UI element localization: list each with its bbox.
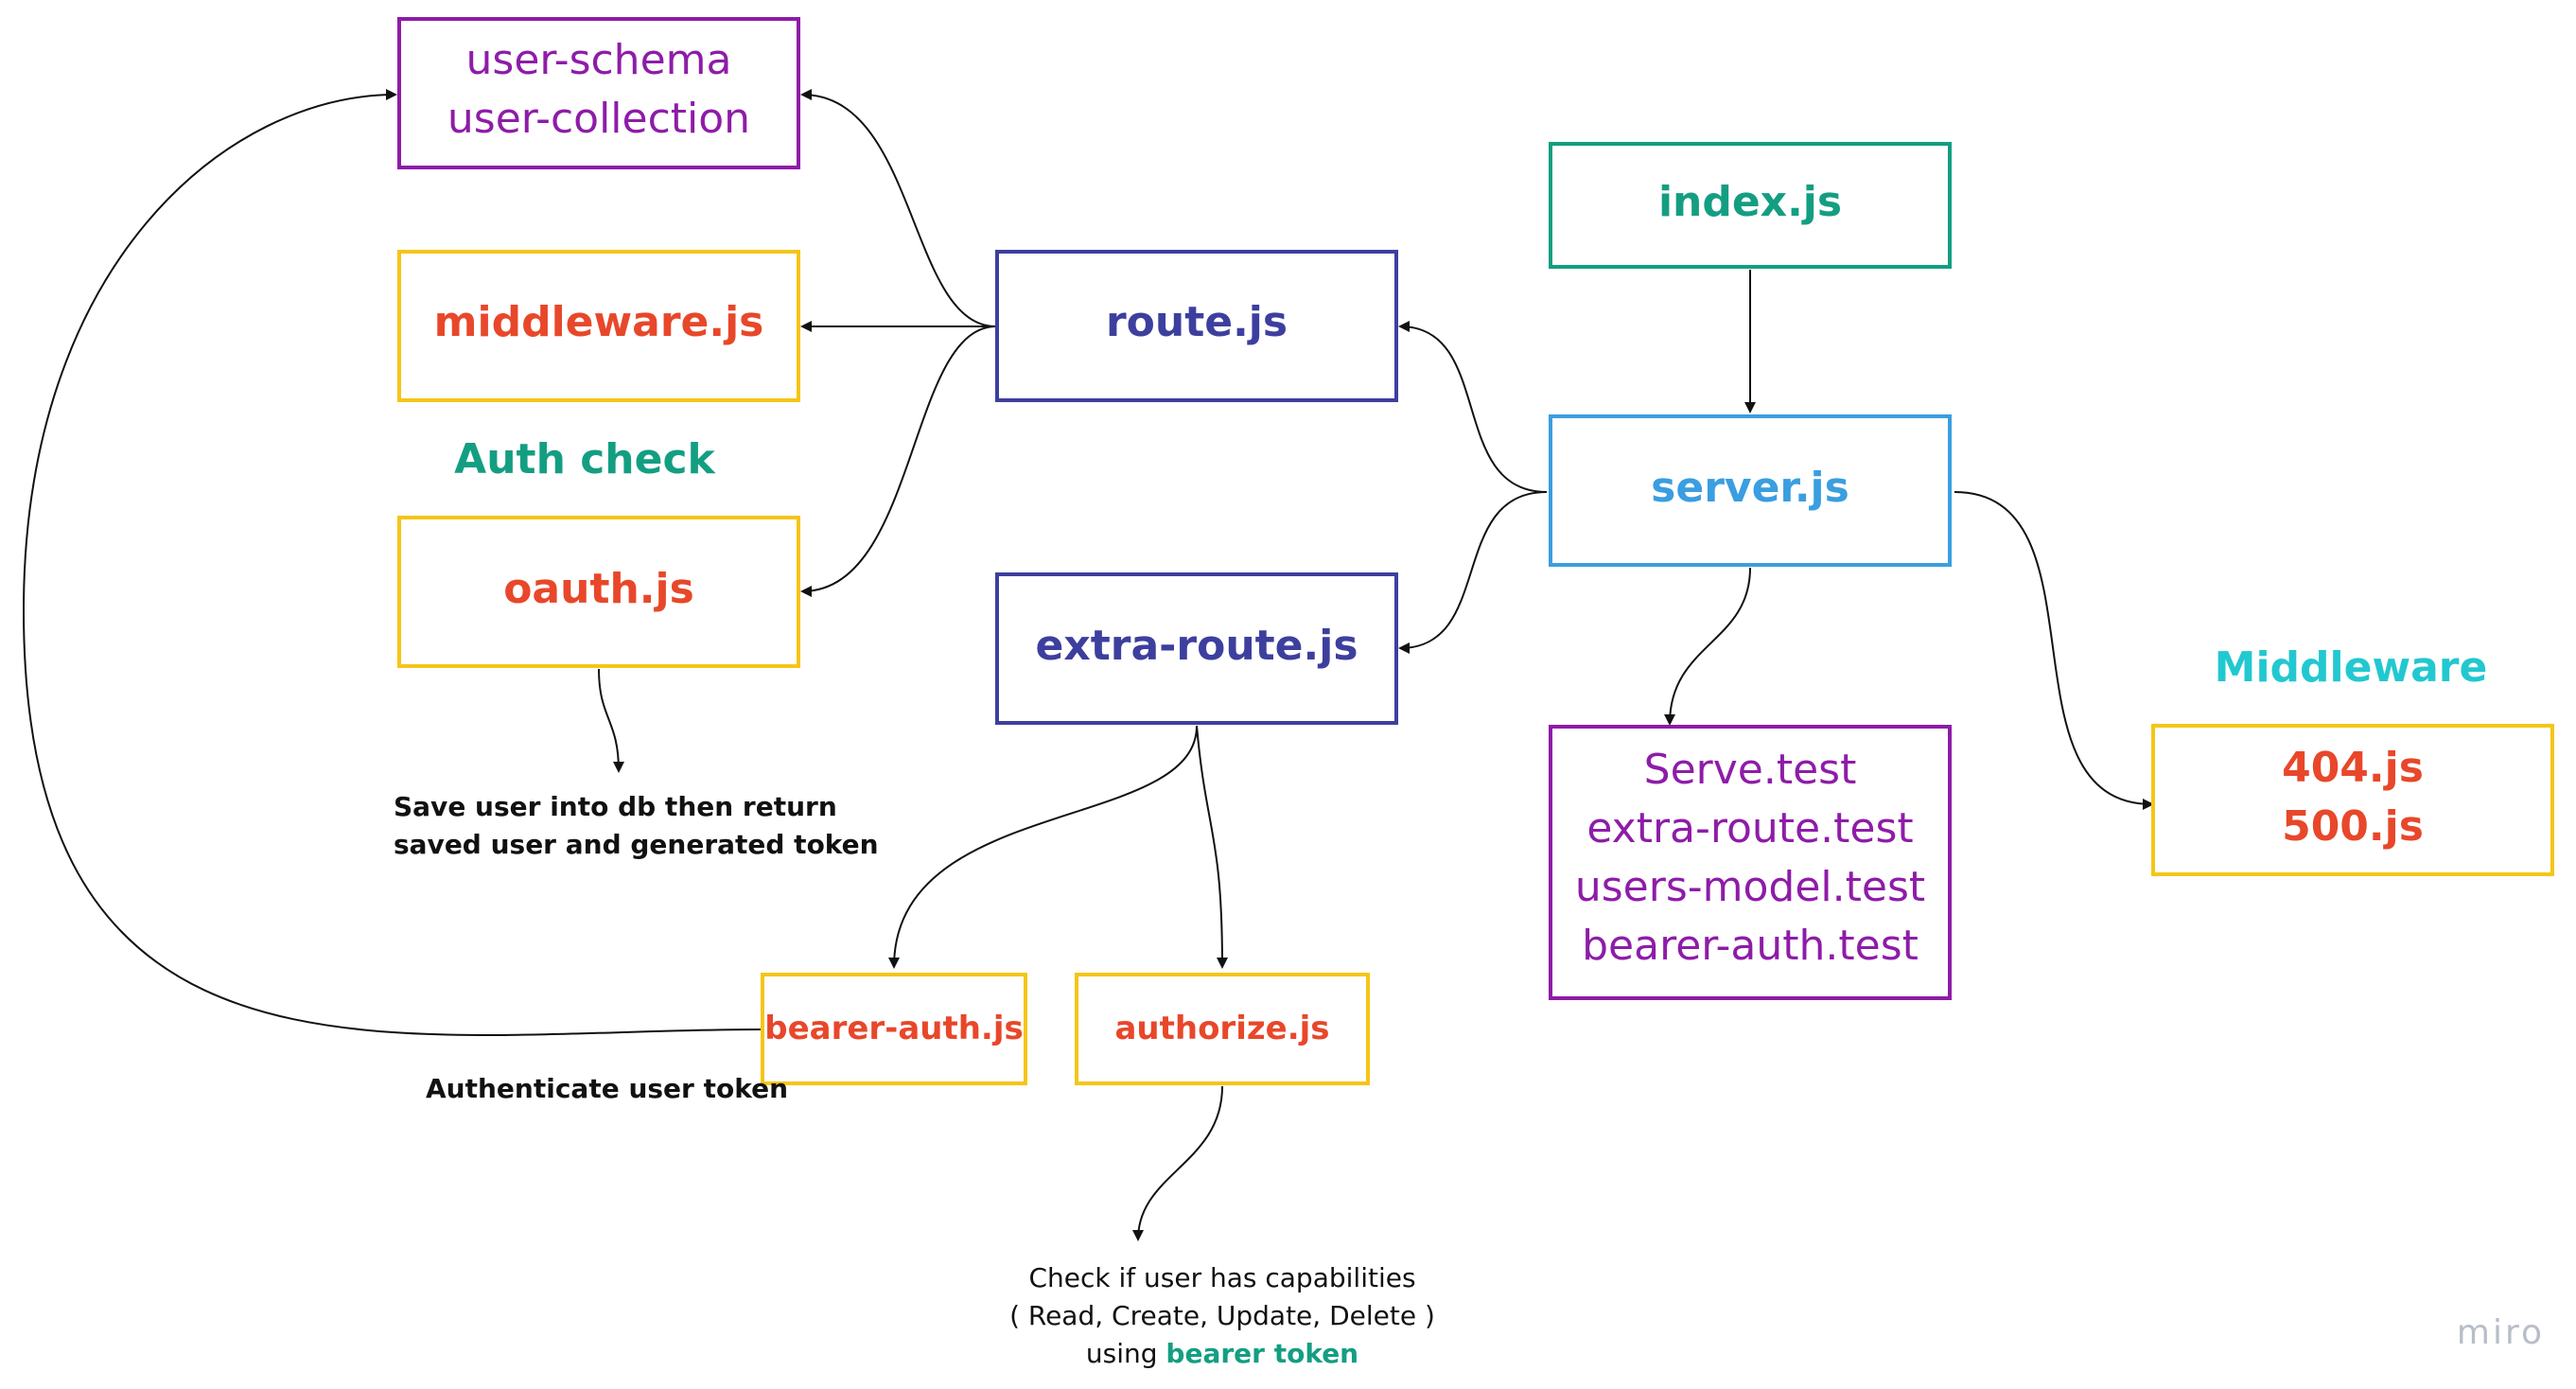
error-handlers-node: 404.js 500.js bbox=[2151, 724, 2554, 876]
route-js-node: route.js bbox=[995, 250, 1398, 402]
arrow-route-to-user-schema bbox=[800, 89, 997, 327]
authorize-note-line-3-prefix: using bbox=[1086, 1338, 1166, 1369]
arrow-server-to-tests bbox=[1664, 567, 1751, 726]
extra-route-js-label: extra-route.js bbox=[1035, 622, 1358, 670]
arrow-server-to-route bbox=[1398, 321, 1548, 493]
miro-watermark: miro bbox=[2457, 1313, 2545, 1352]
authorize-note-line-2: ( Read, Create, Update, Delete ) bbox=[1009, 1300, 1435, 1331]
bearer-auth-test-label: bearer-auth.test bbox=[1582, 922, 1919, 970]
authorize-js-node: authorize.js bbox=[1075, 973, 1370, 1085]
middleware-js-label: middleware.js bbox=[434, 298, 764, 346]
arrow-bearer-auth-to-user-schema bbox=[22, 89, 762, 1036]
index-js-label: index.js bbox=[1658, 178, 1842, 226]
authorize-note-line-1: Check if user has capabilities bbox=[1028, 1262, 1415, 1293]
arrow-route-to-oauth bbox=[800, 325, 997, 597]
authorize-note-line-3: using bearer token bbox=[1086, 1338, 1358, 1369]
connectors bbox=[22, 89, 2154, 1241]
server-js-node: server.js bbox=[1549, 414, 1952, 567]
arrow-extra-route-to-bearer-auth bbox=[888, 725, 1198, 969]
auth-check-heading: Auth check bbox=[454, 435, 716, 484]
serve-test-label: Serve.test bbox=[1644, 746, 1857, 794]
404-js-label: 404.js bbox=[2282, 744, 2424, 792]
tests-node: Serve.test extra-route.test users-model.… bbox=[1549, 725, 1952, 1000]
extra-route-test-label: extra-route.test bbox=[1586, 804, 1913, 853]
user-schema-node: user-schema user-collection bbox=[397, 17, 800, 169]
arrow-server-to-extra-route bbox=[1398, 491, 1548, 654]
bearer-token-highlight: bearer token bbox=[1165, 1338, 1358, 1369]
arrow-server-to-errors bbox=[1954, 491, 2154, 810]
oauth-note-line-2: saved user and generated token bbox=[394, 829, 879, 860]
middleware-heading: Middleware bbox=[2215, 643, 2488, 692]
arrow-extra-route-to-authorize bbox=[1196, 725, 1228, 969]
oauth-js-label: oauth.js bbox=[503, 565, 694, 613]
index-js-node: index.js bbox=[1549, 142, 1952, 269]
bearer-auth-js-node: bearer-auth.js bbox=[761, 973, 1027, 1085]
server-js-label: server.js bbox=[1651, 464, 1849, 512]
500-js-label: 500.js bbox=[2282, 802, 2424, 851]
users-model-test-label: users-model.test bbox=[1575, 863, 1925, 911]
middleware-js-node: middleware.js bbox=[397, 250, 800, 402]
authorize-js-label: authorize.js bbox=[1114, 1010, 1329, 1047]
oauth-js-node: oauth.js bbox=[397, 516, 800, 668]
bearer-auth-js-label: bearer-auth.js bbox=[764, 1010, 1023, 1047]
oauth-note-line-1: Save user into db then return bbox=[394, 791, 837, 822]
bearer-note: Authenticate user token bbox=[426, 1073, 788, 1104]
user-collection-label: user-collection bbox=[447, 95, 750, 143]
user-schema-label: user-schema bbox=[466, 36, 732, 84]
arrow-authorize-to-note bbox=[1132, 1085, 1223, 1241]
route-js-label: route.js bbox=[1106, 298, 1288, 346]
extra-route-js-node: extra-route.js bbox=[995, 572, 1398, 725]
arrow-oauth-to-note bbox=[598, 668, 624, 773]
